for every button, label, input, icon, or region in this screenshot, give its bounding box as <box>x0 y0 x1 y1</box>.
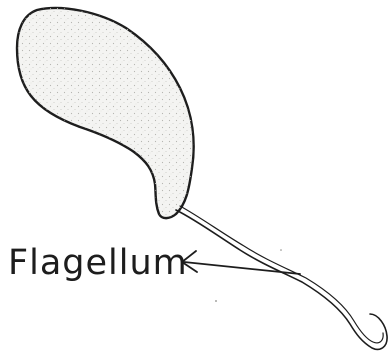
speck <box>215 300 217 302</box>
flagellum-label: Flagellum <box>8 246 188 281</box>
cell-stipple <box>17 8 194 218</box>
flagellum <box>176 210 387 349</box>
flagellum-edge <box>180 206 383 343</box>
speck <box>280 249 282 251</box>
label-arrow-shaft <box>184 262 300 274</box>
